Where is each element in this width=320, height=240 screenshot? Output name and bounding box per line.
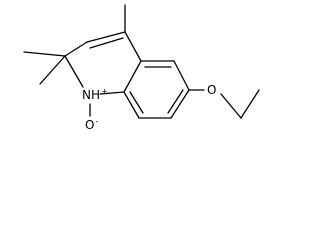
bond-c2-methyl-left <box>23 51 66 57</box>
bond-n1-c2 <box>64 55 84 88</box>
oxide-charge: - <box>95 117 99 126</box>
nitrogen-hydrogen: H <box>90 88 101 102</box>
bond-c2-methyl-down <box>39 55 66 85</box>
nitrogen-atom-label: NH+ <box>82 87 108 103</box>
bond-ether-oxygen-ch2 <box>220 93 242 119</box>
bond-c8a-n1 <box>99 91 125 95</box>
molecule-bonds <box>23 4 260 119</box>
bond-c3-c4 <box>86 31 126 43</box>
bond-ch2-ch3 <box>240 89 260 119</box>
bond-c8-c8a <box>123 91 140 119</box>
bond-c3-c4-double <box>89 37 124 49</box>
nitrogen-symbol: N <box>82 88 91 102</box>
nitrogen-charge: + <box>101 87 108 96</box>
bond-c4-c4a <box>124 31 142 62</box>
molecule-diagram: NH+ O- O <box>23 4 260 133</box>
ether-oxygen-atom-label: O <box>207 84 216 96</box>
bond-c2-c3 <box>64 41 88 57</box>
bond-c5-c6 <box>173 60 190 91</box>
oxide-atom-label: O- <box>85 117 99 133</box>
oxide-symbol: O <box>85 118 95 132</box>
ether-oxygen-symbol: O <box>207 83 217 97</box>
bond-c6-c7 <box>170 89 190 119</box>
bond-c4a-c8a <box>123 60 142 93</box>
bond-c8-c8a-inner <box>129 91 144 114</box>
bond-c6-c7-inner <box>167 89 184 114</box>
